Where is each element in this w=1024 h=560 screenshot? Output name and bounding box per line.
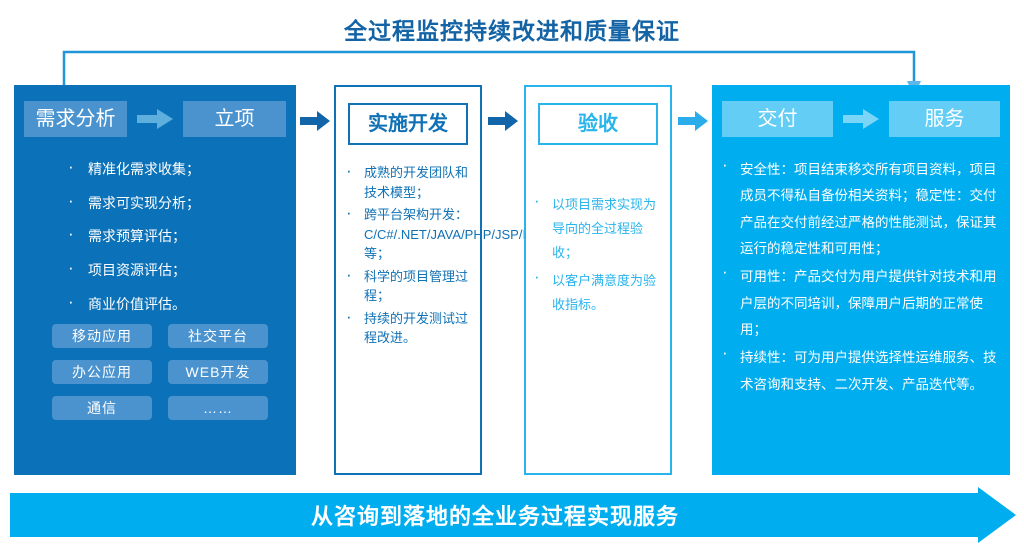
list-item: 成熟的开发团队和技术模型； bbox=[344, 161, 472, 202]
stage-header-row: 交付 服务 bbox=[712, 101, 1010, 137]
domain-tag-group: 移动应用 社交平台 办公应用 WEB开发 通信 …… bbox=[52, 324, 268, 420]
stage-chip-service[interactable]: 服务 bbox=[889, 101, 1000, 137]
step-arrow-3-icon bbox=[678, 110, 708, 132]
list-item: 需求可实现分析； bbox=[66, 191, 296, 215]
list-item: 项目资源评估； bbox=[66, 258, 296, 282]
stage-header-row: 需求分析 立项 bbox=[14, 101, 296, 137]
list-item: 安全性：项目结束移交所有项目资料，项目成员不得私自备份相关资料；稳定性：交付产品… bbox=[720, 155, 998, 262]
stage-chip-implementation-development[interactable]: 实施开发 bbox=[348, 103, 468, 145]
tag-mobile-app[interactable]: 移动应用 bbox=[52, 324, 152, 348]
list-item: 以客户满意度为验收指标。 bbox=[532, 267, 662, 317]
list-item: 跨平台架构开发：C/C#/.NET/JAVA/PHP/JSP/IOS/Andro… bbox=[344, 203, 593, 264]
step-arrow-1-icon bbox=[300, 110, 330, 132]
list-item: 商业价值评估。 bbox=[66, 292, 296, 316]
list-item: 以项目需求实现为导向的全过程验收； bbox=[532, 191, 662, 265]
delivery-bullet-list: 安全性：项目结束移交所有项目资料，项目成员不得私自备份相关资料；稳定性：交付产品… bbox=[720, 155, 998, 398]
stage-chip-delivery[interactable]: 交付 bbox=[722, 101, 833, 137]
stage-chip-project-initiation[interactable]: 立项 bbox=[183, 101, 286, 137]
right-arrow-icon bbox=[843, 109, 879, 129]
list-item: 持续的开发测试过程改进。 bbox=[344, 307, 472, 348]
stage-header-row: 验收 bbox=[526, 103, 670, 145]
list-item: 科学的项目管理过程； bbox=[344, 265, 472, 306]
tag-web-development[interactable]: WEB开发 bbox=[168, 360, 268, 384]
implementation-bullet-list: 成熟的开发团队和技术模型； 跨平台架构开发：C/C#/.NET/JAVA/PHP… bbox=[344, 161, 593, 348]
stage-column-implementation[interactable]: 实施开发 成熟的开发团队和技术模型； 跨平台架构开发：C/C#/.NET/JAV… bbox=[334, 85, 593, 475]
list-item: 持续性：可为用户提供选择性运维服务、技术咨询和支持、二次开发、产品迭代等。 bbox=[720, 343, 998, 398]
page-title: 全过程监控持续改进和质量保证 bbox=[344, 18, 680, 44]
tag-office-app[interactable]: 办公应用 bbox=[52, 360, 152, 384]
tag-communication[interactable]: 通信 bbox=[52, 396, 152, 420]
list-item: 可用性：产品交付为用户提供针对技术和用户层的不同培训，保障用户后期的正常使用； bbox=[720, 262, 998, 343]
stage-column-acceptance[interactable]: 验收 以项目需求实现为导向的全过程验收； 以客户满意度为验收指标。 bbox=[524, 85, 672, 475]
bottom-banner-arrow bbox=[10, 487, 1016, 543]
list-item: 精准化需求收集； bbox=[66, 157, 296, 181]
stage-header-row: 实施开发 bbox=[336, 103, 480, 145]
stage-column-delivery[interactable]: 交付 服务 安全性：项目结束移交所有项目资料，项目成员不得私自备份相关资料；稳定… bbox=[712, 85, 1010, 475]
tag-more[interactable]: …… bbox=[168, 396, 268, 420]
stage-chip-requirement-analysis[interactable]: 需求分析 bbox=[24, 101, 127, 137]
tag-social-platform[interactable]: 社交平台 bbox=[168, 324, 268, 348]
right-arrow-icon bbox=[137, 109, 173, 129]
list-item: 需求预算评估； bbox=[66, 224, 296, 248]
step-arrow-2-icon bbox=[488, 110, 518, 132]
acceptance-bullet-list: 以项目需求实现为导向的全过程验收； 以客户满意度为验收指标。 bbox=[532, 191, 662, 317]
requirements-bullet-list: 精准化需求收集； 需求可实现分析； 需求预算评估； 项目资源评估； 商业价值评估… bbox=[66, 157, 296, 316]
stage-chip-acceptance[interactable]: 验收 bbox=[538, 103, 658, 145]
stage-column-requirements[interactable]: 需求分析 立项 精准化需求收集； 需求可实现分析； 需求预算评估； 项目资源评估… bbox=[14, 85, 296, 475]
